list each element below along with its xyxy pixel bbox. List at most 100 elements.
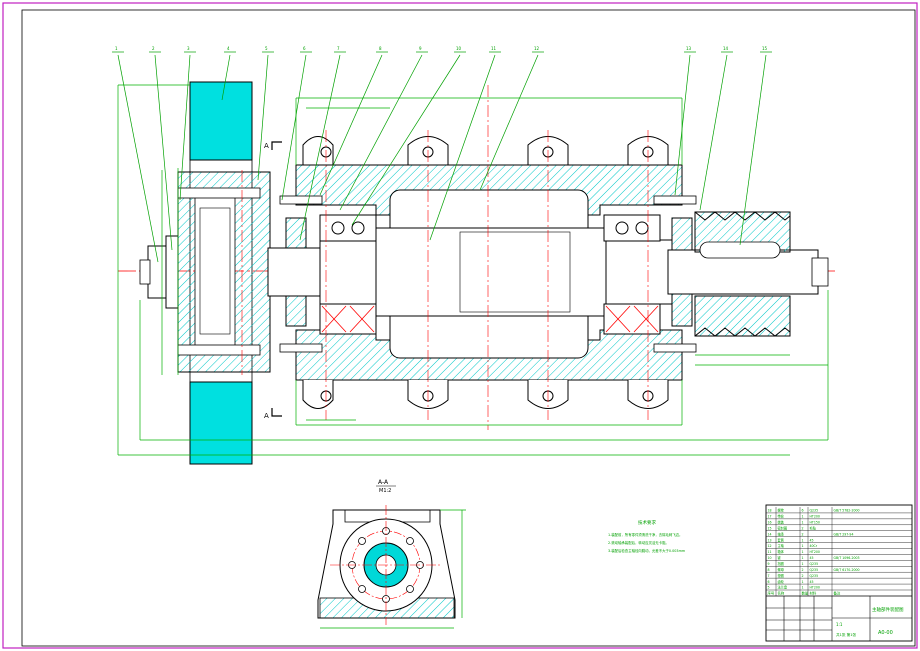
drawing-title: 主轴部件装配图 (872, 606, 904, 613)
parts-list-row: 13 套筒 1 45 (766, 537, 912, 543)
parts-cell-no: 5 (768, 586, 770, 590)
parts-cell-name: 带轮 (778, 514, 785, 519)
section-view-title: A-A (378, 479, 389, 486)
parts-cell-name: 法兰盘 (778, 585, 788, 590)
parts-cell-qty: 1 (802, 515, 804, 519)
section-view-scale: M1:2 (379, 488, 391, 494)
parts-cell-standard: GB/T 5782-2000 (834, 509, 860, 513)
parts-cell-no: 12 (768, 544, 772, 548)
parts-cell-standard: GB/T 6170-2000 (834, 568, 860, 572)
main-section-view: 1 2 3 4 5 6 7 8 9 10 11 12 13 14 15 A A (112, 46, 835, 465)
balloon-4: 4 (227, 46, 230, 51)
shaft-middle-step (459, 231, 571, 313)
parts-cell-material: Q235 (810, 509, 819, 513)
parts-cell-material: Q235 (810, 562, 819, 566)
parts-cell-material: HT200 (810, 586, 820, 590)
parts-cell-material: 45 (810, 556, 814, 560)
gear-lower-teeth (189, 381, 253, 465)
balloon-8: 8 (379, 46, 382, 51)
balloon-10: 10 (456, 46, 462, 51)
balloon-3: 3 (187, 46, 190, 51)
balloon-15: 15 (762, 46, 768, 51)
sheet-info: 共1张 第1张 (836, 632, 856, 637)
parts-cell-no: 9 (768, 562, 770, 566)
parts-cell-no: 11 (768, 550, 772, 554)
parts-cell-name: 端盖 (778, 519, 785, 524)
housing-top-lugs (296, 136, 682, 166)
section-marker-top: A (264, 142, 269, 150)
scale-value: 1:1 (836, 622, 843, 627)
parts-cell-material: HT200 (810, 515, 820, 519)
parts-cell-qty: 1 (802, 538, 804, 542)
parts-header-no: 序号 (768, 591, 775, 596)
balloon-13: 13 (686, 46, 692, 51)
parts-cell-no: 13 (768, 538, 772, 542)
parts-header-name: 名称 (778, 591, 785, 596)
parts-cell-material: 毛毡 (810, 525, 817, 530)
parts-list-row: 12 主轴 1 40Cr (766, 543, 912, 549)
note-3: 3.装配后检查主轴径向跳动，允差不大于0.003mm (608, 548, 686, 553)
parts-cell-name: 齿轮 (778, 579, 785, 584)
technical-notes: 技术要求 1.装配前，所有零件须清洗干净，去除毛刺飞边。 2.滚动轴承装配后，转… (608, 519, 686, 553)
parts-cell-material: Q235 (810, 568, 819, 572)
parts-cell-material: 45 (810, 580, 814, 584)
parts-cell-no: 15 (768, 526, 772, 530)
balloon-6: 6 (303, 46, 306, 51)
leader-lines (117, 54, 767, 263)
note-1: 1.装配前，所有零件须清洗干净，去除毛刺飞边。 (608, 532, 682, 537)
housing-bottom-lugs (302, 380, 669, 409)
parts-cell-name: 套筒 (778, 537, 784, 542)
balloon-12: 12 (534, 46, 540, 51)
left-bearing-pair (319, 214, 377, 335)
parts-cell-qty: 2 (802, 526, 804, 530)
parts-cell-material: HT150 (810, 520, 820, 524)
parts-cell-qty: 2 (802, 532, 804, 536)
balloon-2: 2 (152, 46, 155, 51)
parts-cell-no: 7 (768, 574, 770, 578)
section-view-a-a: A-A M1:2 (317, 479, 466, 629)
parts-cell-qty: 1 (802, 580, 804, 584)
left-shaft-tip (139, 259, 151, 285)
parts-cell-material: 45 (810, 538, 814, 542)
title-block-frame (765, 504, 913, 642)
parts-cell-name: 键 (778, 555, 782, 560)
parts-cell-material: 40Cr (810, 544, 818, 548)
parts-cell-qty: 1 (802, 556, 804, 560)
parts-cell-qty: 1 (802, 544, 804, 548)
note-2: 2.滚动轴承装配后，转动应灵活无卡阻。 (608, 540, 669, 545)
parts-cell-name: 主轴 (778, 543, 784, 548)
parts-cell-qty: 1 (802, 520, 804, 524)
vertical-centerlines (241, 85, 649, 430)
v-belt-pulley (694, 211, 791, 337)
parts-cell-qty: 2 (802, 568, 804, 572)
parts-cell-standard: GB/T 297-94 (834, 532, 854, 536)
parts-cell-no: 18 (768, 509, 772, 513)
parts-cell-no: 8 (768, 568, 770, 572)
parts-header-standard: 备注 (834, 591, 841, 596)
dimension-lines (117, 84, 829, 456)
parts-cell-qty: 2 (802, 574, 804, 578)
parts-list-header: 序号名称数量材料备注 (766, 591, 912, 597)
right-bearing-pair (603, 214, 661, 335)
shaft-left-bearing-seat (319, 239, 381, 305)
balloon-11: 11 (491, 46, 497, 51)
parts-header-material: 材料 (810, 591, 817, 596)
shaft-left-end-segment (267, 247, 325, 297)
parts-cell-no: 14 (768, 532, 772, 536)
flange-keyway (199, 207, 231, 335)
right-shaft-nut (811, 257, 829, 287)
parts-cell-qty: 1 (802, 562, 804, 566)
parts-cell-name: 螺栓 (778, 508, 785, 513)
balloon-14: 14 (723, 46, 729, 51)
